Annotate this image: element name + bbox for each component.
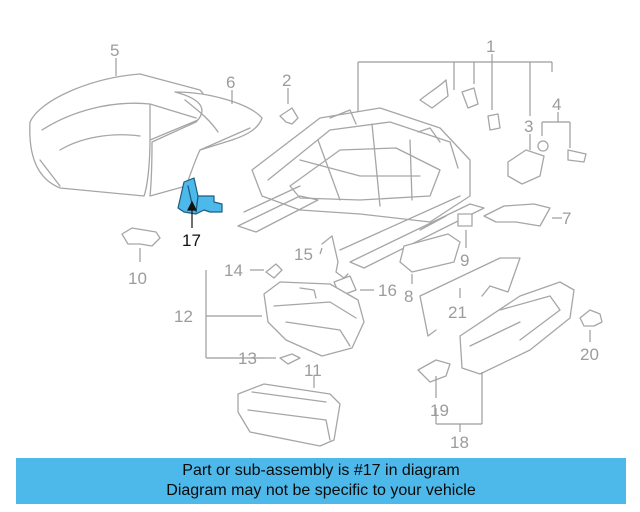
banner-line-1: Part or sub-assembly is #17 in diagram xyxy=(182,462,460,479)
info-banner: Part or sub-assembly is #17 in diagram D… xyxy=(16,458,626,504)
callout-16: 16 xyxy=(378,281,397,300)
callout-18: 18 xyxy=(450,433,469,452)
part-17-bracket xyxy=(177,177,223,215)
part-2-screw xyxy=(279,107,299,125)
part-10-cover xyxy=(121,227,161,247)
parts-diagram: 1 2 3 4 5 6 7 8 9 10 11 12 13 14 15 16 1… xyxy=(29,37,603,452)
callout-7: 7 xyxy=(562,209,571,228)
part-15-link xyxy=(321,235,349,279)
callout-9: 9 xyxy=(460,251,469,270)
part-13-clip xyxy=(279,353,301,365)
part-20-clip xyxy=(579,309,603,327)
callout-8: 8 xyxy=(404,287,413,306)
part-6-cushion-cover xyxy=(149,91,263,197)
callout-12: 12 xyxy=(174,307,193,326)
part-12-tray xyxy=(263,281,365,357)
callout-19: 19 xyxy=(430,401,449,420)
part-4-bolts xyxy=(537,140,587,163)
part-1-seat-frame xyxy=(237,79,501,269)
callout-6: 6 xyxy=(226,73,235,92)
callout-13: 13 xyxy=(238,349,257,368)
callout-11: 11 xyxy=(304,361,322,380)
part-18-side-panel xyxy=(459,281,575,375)
callout-17: 17 xyxy=(182,231,201,250)
part-9-clip xyxy=(457,213,473,227)
part-14-screw xyxy=(265,263,283,279)
callout-labels: 1 2 3 4 5 6 7 8 9 10 11 12 13 14 15 16 1… xyxy=(110,37,599,452)
part-21-cable xyxy=(419,257,521,337)
banner-line-2: Diagram may not be specific to your vehi… xyxy=(166,482,476,499)
part-8-trim xyxy=(399,233,461,273)
callout-1: 1 xyxy=(486,37,495,56)
part-11-drawer xyxy=(237,383,341,447)
callout-21: 21 xyxy=(448,303,467,322)
callout-14: 14 xyxy=(224,261,243,280)
leader-lines xyxy=(115,54,591,432)
part-3-knob xyxy=(507,149,545,185)
callout-4: 4 xyxy=(552,95,561,114)
part-19-cover xyxy=(417,359,451,383)
callout-20: 20 xyxy=(580,345,599,364)
callout-15: 15 xyxy=(294,245,313,264)
callout-10: 10 xyxy=(128,269,147,288)
callout-5: 5 xyxy=(110,41,119,60)
callout-2: 2 xyxy=(282,71,291,90)
part-7-bracket xyxy=(483,203,551,227)
callout-3: 3 xyxy=(524,117,533,136)
